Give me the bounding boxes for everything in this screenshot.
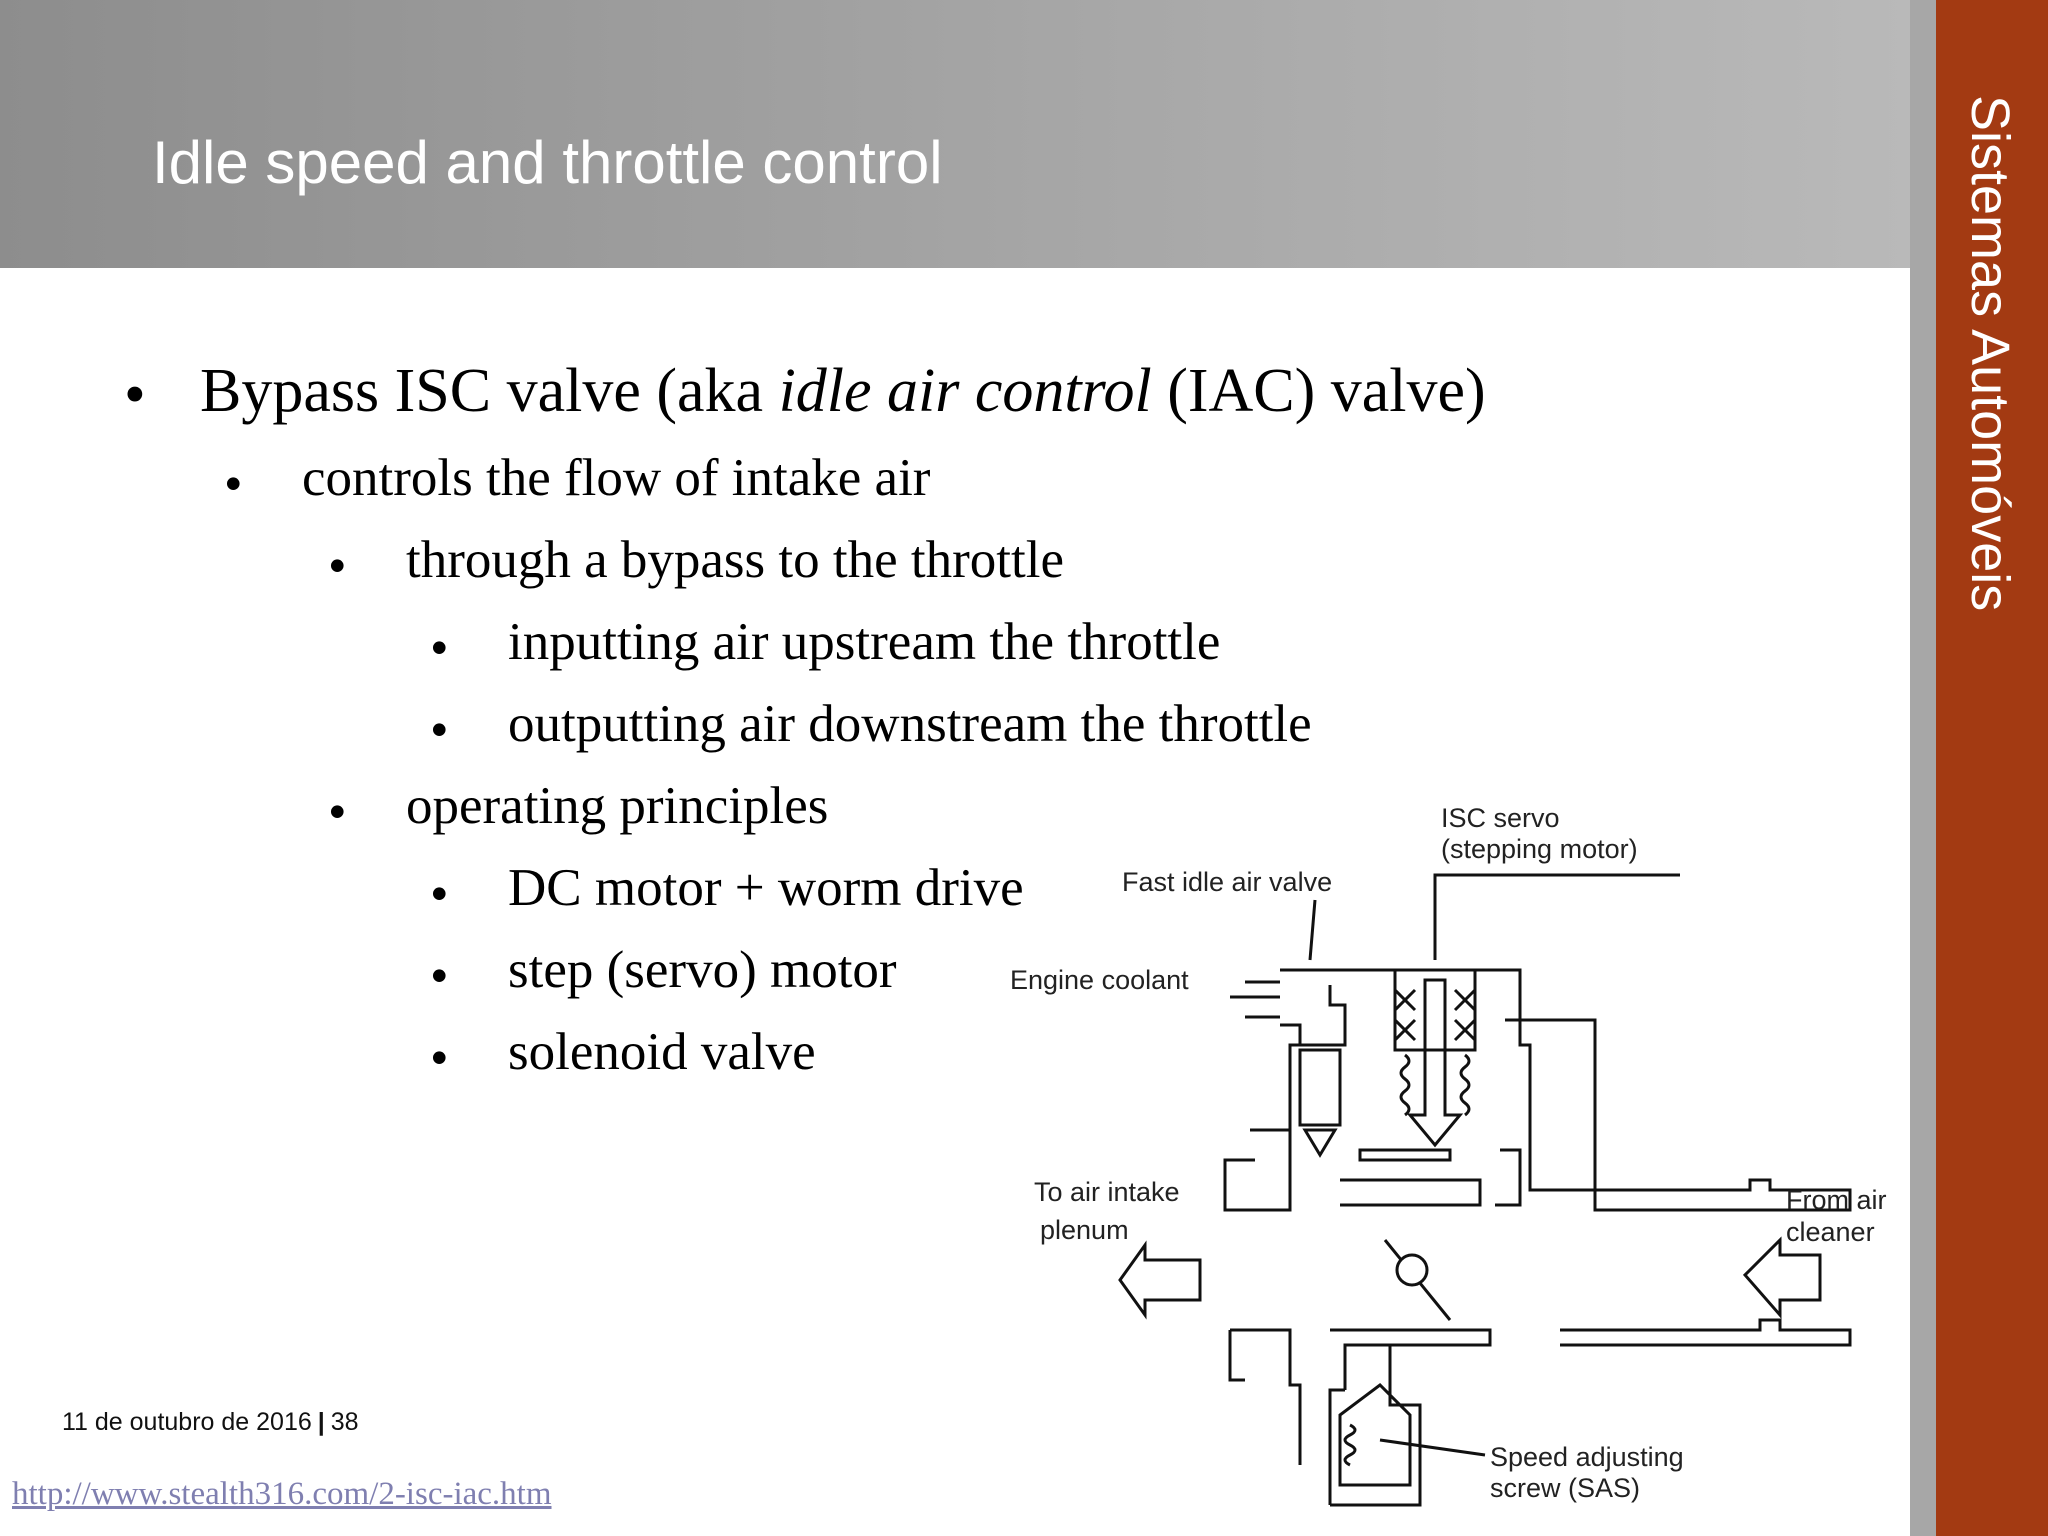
bullet-main: Bypass ISC valve (aka idle air control (…: [200, 356, 1486, 427]
label-fast-idle: Fast idle air valve: [1122, 867, 1332, 897]
footer-page-number: 38: [330, 1408, 359, 1436]
footer-separator: |: [317, 1408, 325, 1436]
bullet-marker: •: [430, 619, 449, 677]
slide-title: Idle speed and throttle control: [152, 129, 943, 196]
lower-housing-right: [1560, 1318, 1852, 1347]
bullet-solenoid: solenoid valve: [508, 1023, 816, 1081]
bullet-main-suffix: (IAC) valve): [1151, 357, 1486, 425]
fast-idle-valve-stem: [1298, 1048, 1342, 1127]
bullet-main-italic: idle air control: [778, 357, 1152, 425]
bullet-marker: •: [430, 701, 449, 759]
footer-date: 11 de outubro de 2016: [62, 1408, 312, 1436]
throttle-shaft: [1395, 1253, 1429, 1287]
bullet-main-prefix: Bypass ISC valve (aka: [200, 357, 779, 425]
bullet-upstream: inputting air upstream the throttle: [508, 613, 1221, 671]
bullet-operating-principles: operating principles: [406, 777, 829, 835]
valve-body-right: [1280, 968, 1852, 1212]
bullet-step-motor: step (servo) motor: [508, 941, 897, 999]
bullet-downstream: outputting air downstream the throttle: [508, 695, 1312, 753]
bullet-marker: •: [328, 537, 347, 595]
isc-valve-diagram: ISC servo (stepping motor) Fast idle air…: [1010, 803, 1887, 1507]
bullet-dc-motor: DC motor + worm drive: [508, 859, 1024, 917]
label-plenum: plenum: [1040, 1215, 1129, 1245]
label-screw-sas: screw (SAS): [1490, 1473, 1640, 1503]
bullet-marker: •: [124, 361, 146, 429]
source-link[interactable]: http://www.stealth316.com/2-isc-iac.htm: [12, 1476, 552, 1512]
bullet-marker: •: [430, 947, 449, 1005]
label-cleaner: cleaner: [1786, 1217, 1875, 1247]
label-to-air-intake: To air intake: [1034, 1177, 1180, 1207]
sas-leader: [1379, 1438, 1486, 1457]
valve-body-left: [1223, 1023, 1302, 1212]
footer-date-page: 11 de outubro de 2016|38: [62, 1408, 359, 1437]
bullet-marker: •: [328, 783, 347, 841]
label-stepping-motor: (stepping motor): [1441, 834, 1638, 864]
fast-idle-leader: [1308, 899, 1317, 961]
side-course-label: Sistemas Automóveis: [1960, 95, 2020, 612]
bullet-intake-air: controls the flow of intake air: [302, 449, 931, 507]
label-from-air: From air: [1786, 1185, 1887, 1215]
side-band: [1936, 0, 2048, 1536]
bullet-bypass: through a bypass to the throttle: [406, 531, 1064, 589]
lower-housing-left: [1230, 1328, 1302, 1465]
slide-header: Idle speed and throttle control: [0, 0, 1910, 268]
label-isc-servo: ISC servo: [1441, 803, 1560, 833]
bullet-marker: •: [430, 1029, 449, 1087]
sas-screw: [1338, 1383, 1412, 1487]
bullet-marker: •: [224, 455, 243, 513]
label-speed-adjusting: Speed adjusting: [1490, 1442, 1684, 1472]
arrow-from-cleaner: [1742, 1236, 1822, 1319]
servo-coil: [1393, 968, 1477, 1052]
arrow-to-plenum: [1118, 1240, 1202, 1320]
side-divider-strip: [1910, 0, 1936, 1536]
bullet-marker: •: [430, 865, 449, 923]
servo-plunger: [1406, 978, 1464, 1148]
isc-servo-leader: [1433, 873, 1680, 960]
label-engine-coolant: Engine coolant: [1010, 965, 1189, 995]
